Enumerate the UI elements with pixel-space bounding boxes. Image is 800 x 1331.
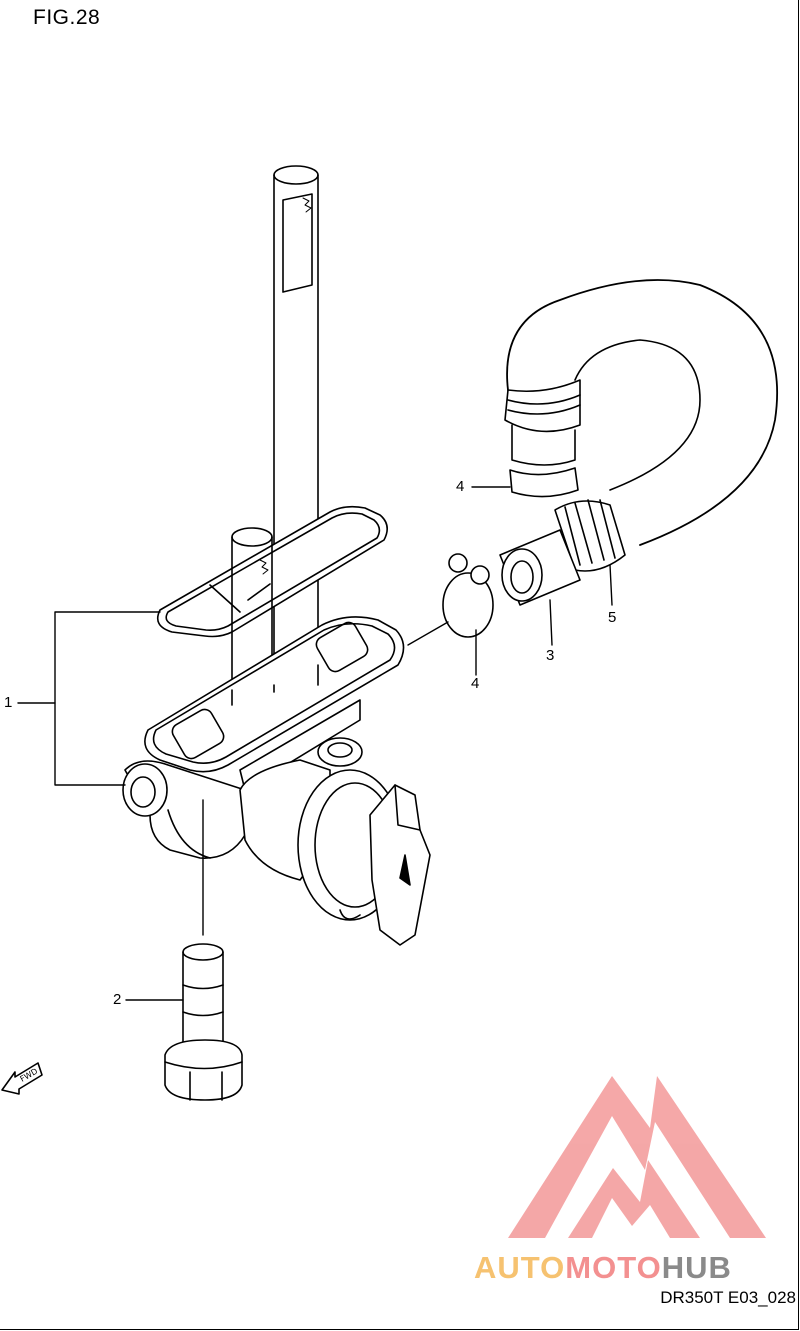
valve-lever <box>297 769 431 946</box>
callout-4-filter: 4 <box>471 675 480 692</box>
leader-lines <box>17 486 613 1001</box>
hose-clamp <box>509 467 579 498</box>
watermark-brand: AUTOMOTOHUB <box>474 1250 732 1285</box>
mounting-bolt <box>164 943 243 1101</box>
watermark-logo-icon <box>508 1076 766 1238</box>
valve-flange <box>144 616 405 773</box>
callout-2: 2 <box>113 991 122 1008</box>
short-hose <box>499 529 581 606</box>
callout-4-clamp: 4 <box>456 478 465 495</box>
fuel-pickup-pipe <box>273 165 319 686</box>
filter-screen <box>442 553 494 638</box>
diagram-code: DR350T E03_028 <box>660 1288 796 1307</box>
fuel-hose <box>504 279 779 572</box>
fwd-arrow-icon: FWD <box>1 1062 43 1095</box>
callout-1: 1 <box>4 694 13 711</box>
figure-title: FIG.28 <box>33 6 101 29</box>
callout-5: 5 <box>608 609 617 626</box>
callout-3: 3 <box>546 647 555 664</box>
